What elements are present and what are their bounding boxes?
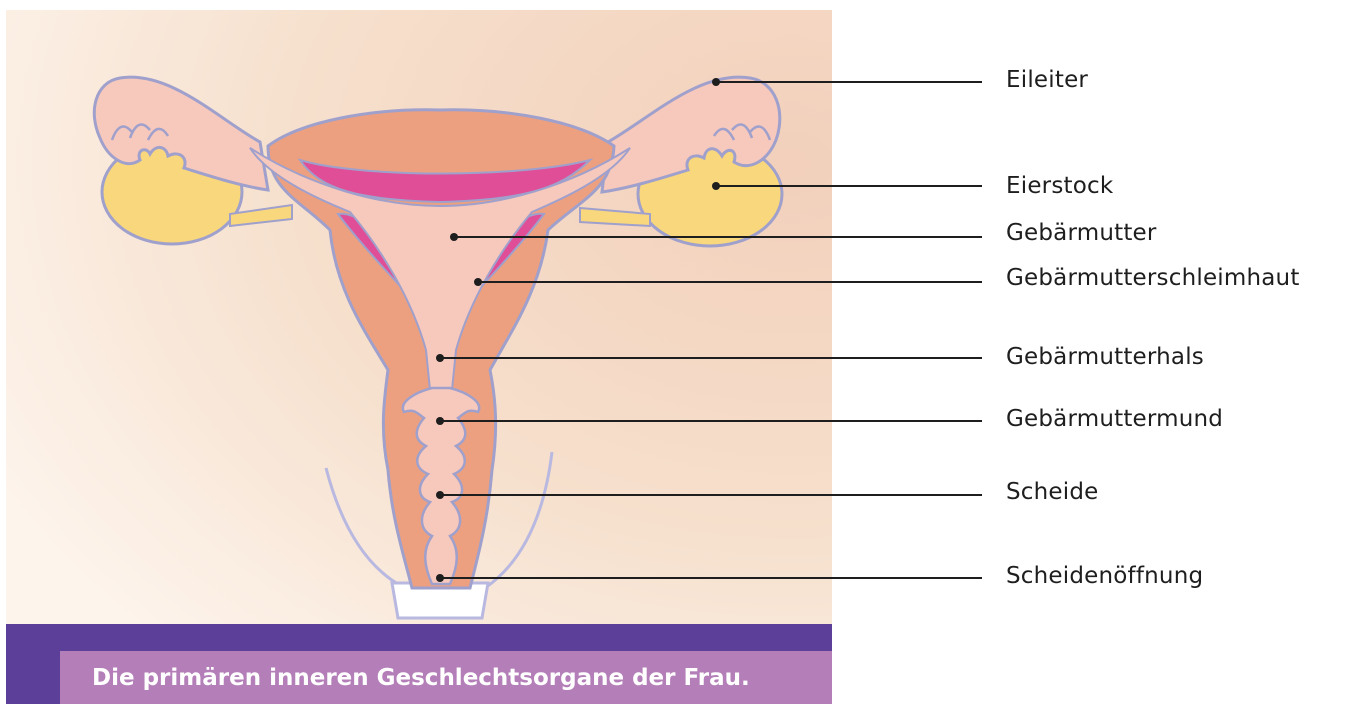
label-gebaermutter: Gebärmutter xyxy=(1006,219,1157,247)
caption-box: Die primären inneren Geschlechtsorgane d… xyxy=(60,651,832,704)
caption-text: Die primären inneren Geschlechtsorgane d… xyxy=(60,665,750,691)
label-gebaermutterhals: Gebärmutterhals xyxy=(1006,343,1204,371)
label-eierstock: Eierstock xyxy=(1006,172,1113,200)
label-gebaermutterschleimhaut: Gebärmutterschleimhaut xyxy=(1006,264,1300,292)
label-gebaermuttermund: Gebärmuttermund xyxy=(1006,405,1223,433)
label-scheidenoeffnung: Scheidenöffnung xyxy=(1006,562,1203,590)
label-eileiter: Eileiter xyxy=(1006,66,1088,94)
label-scheide: Scheide xyxy=(1006,478,1099,506)
